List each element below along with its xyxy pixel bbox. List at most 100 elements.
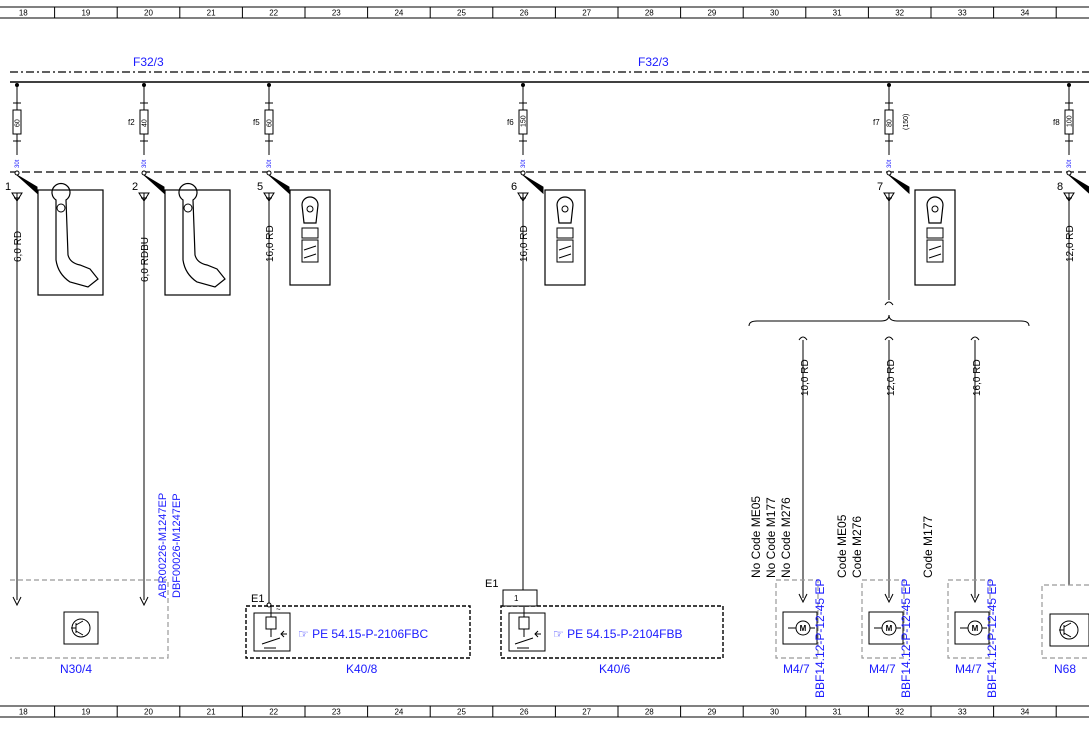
motor-label: M4/7 xyxy=(955,662,982,676)
label-k40-6: K40/6 xyxy=(599,662,631,676)
label-n68: N68 xyxy=(1054,662,1076,676)
top-grid-number: 29 xyxy=(707,9,716,18)
bottom-grid-number: 26 xyxy=(520,708,529,717)
motor-ref: BBF14.12-P-12-45 EP xyxy=(813,579,827,698)
bottom-grid-number: 27 xyxy=(582,708,591,717)
bottom-grid-number: 21 xyxy=(207,708,216,717)
fuse-box-label-right: F32/3 xyxy=(638,55,669,69)
bottom-grid-number: 29 xyxy=(707,708,716,717)
motor-code: No Code M177 xyxy=(764,497,778,578)
label-k40-8: K40/8 xyxy=(346,662,378,676)
top-grid-number: 25 xyxy=(457,9,466,18)
relay-k40-6-terminal: 1 xyxy=(514,594,519,603)
top-grid-ruler: 18 19 20 21 22 23 24 25 26 27 28 29 30 31 32 33 34 xyxy=(0,6,1089,19)
connector-pin: 1 xyxy=(5,181,11,193)
cable-lug-7 xyxy=(914,189,956,286)
bottom-grid-number: 24 xyxy=(394,708,403,717)
n30-ref-2: DBF00026-M1247EP xyxy=(171,493,183,598)
fuse-rating: 60 xyxy=(267,119,274,127)
fuse-box-label-left: F32/3 xyxy=(133,55,164,69)
top-grid-number: 26 xyxy=(520,9,529,18)
fuse-4: 150 f6 30t 6 16,0 RD xyxy=(507,83,544,262)
fuse-pin-tag: 30t xyxy=(15,159,21,168)
top-grid-number: 18 xyxy=(19,9,28,18)
top-grid-number: 23 xyxy=(332,9,341,18)
module-n68 xyxy=(1041,584,1089,659)
top-grid-number: 33 xyxy=(958,9,967,18)
fuse-pin-tag: 30t xyxy=(1067,159,1073,168)
fuse-rating: 100 xyxy=(1067,115,1074,127)
fuse-rating: 40 xyxy=(142,119,149,127)
motor-code: Code M276 xyxy=(850,516,864,578)
wire-label: 16,0 RD xyxy=(519,225,530,262)
top-grid-number: 32 xyxy=(895,9,904,18)
wire-label: 6,0 RDBU xyxy=(140,237,151,282)
connector-pin: 5 xyxy=(257,181,263,193)
cable-lug-2 xyxy=(164,182,231,296)
wire-label: 16,0 RD xyxy=(265,225,276,262)
relay-k40-8-pin: E1 xyxy=(251,593,264,605)
fuse-1: 60 30t 1 6,0 RD xyxy=(5,83,38,262)
relay-k40-8-ref: ☞ PE 54.15-P-2106FBC xyxy=(298,627,428,641)
motor-label: M4/7 xyxy=(869,662,896,676)
fuse-pin-tag: 30t xyxy=(521,159,527,168)
fuse-pin-tag: 30t xyxy=(142,159,148,168)
n30-ref-1: ABR00226-M1247EP xyxy=(157,493,169,598)
top-grid-number: 19 xyxy=(81,9,90,18)
fuse-name: f7 xyxy=(873,118,880,127)
motor-code: Code M177 xyxy=(921,516,935,578)
motor-symbol: M xyxy=(886,624,893,633)
top-grid-number: 24 xyxy=(394,9,403,18)
relay-k40-6-pin: E1 xyxy=(485,578,498,590)
motor-symbol: M xyxy=(972,624,979,633)
cable-lug-5 xyxy=(289,189,331,286)
connector-pin: 8 xyxy=(1057,181,1063,193)
fuse-rating: 60 xyxy=(15,119,22,127)
bottom-grid-number: 25 xyxy=(457,708,466,717)
fuse-rating: 80 xyxy=(887,119,894,127)
top-grid-number: 28 xyxy=(645,9,654,18)
fuse-pin-tag: 30t xyxy=(267,159,273,168)
motor-code: Code ME05 xyxy=(835,514,849,578)
fuse-name: f5 xyxy=(253,118,260,127)
wire-label: 12,0 RD xyxy=(1065,225,1076,262)
top-grid-number: 21 xyxy=(207,9,216,18)
motor-code: No Code M276 xyxy=(779,497,793,578)
top-grid-number: 30 xyxy=(770,9,779,18)
top-grid-number: 34 xyxy=(1020,9,1029,18)
motor-code: No Code ME05 xyxy=(749,496,763,578)
bottom-grid-number: 34 xyxy=(1020,708,1029,717)
module-n30-4 xyxy=(10,579,169,659)
top-grid-number: 20 xyxy=(144,9,153,18)
branch-wire-label-1: 10,0 RD xyxy=(800,359,811,396)
bottom-grid-number: 33 xyxy=(958,708,967,717)
connector-pin: 6 xyxy=(511,181,517,193)
bottom-grid-number: 30 xyxy=(770,708,779,717)
connector-pin: 7 xyxy=(877,181,883,193)
fuse-name: f6 xyxy=(507,118,514,127)
branch-wires xyxy=(798,336,980,604)
top-grid-number: 27 xyxy=(582,9,591,18)
motor-ref: BBF14.12-P-12-45 EP xyxy=(899,579,913,698)
cable-lug-1 xyxy=(37,182,104,296)
fuse-rating: 150 xyxy=(521,115,528,127)
bottom-grid-number: 28 xyxy=(645,708,654,717)
bottom-grid-number: 19 xyxy=(81,708,90,717)
branch-brace xyxy=(748,314,1030,327)
svg-text:~: ~ xyxy=(276,605,281,614)
wire-label: 6,0 RD xyxy=(13,231,24,262)
top-grid-number: 31 xyxy=(833,9,842,18)
cable-lug-6 xyxy=(544,189,586,286)
motor-label: M4/7 xyxy=(783,662,810,676)
bottom-grid-number: 32 xyxy=(895,708,904,717)
top-grid-number: 22 xyxy=(269,9,278,18)
branch-wire-label-3: 16,0 RD xyxy=(972,359,983,396)
